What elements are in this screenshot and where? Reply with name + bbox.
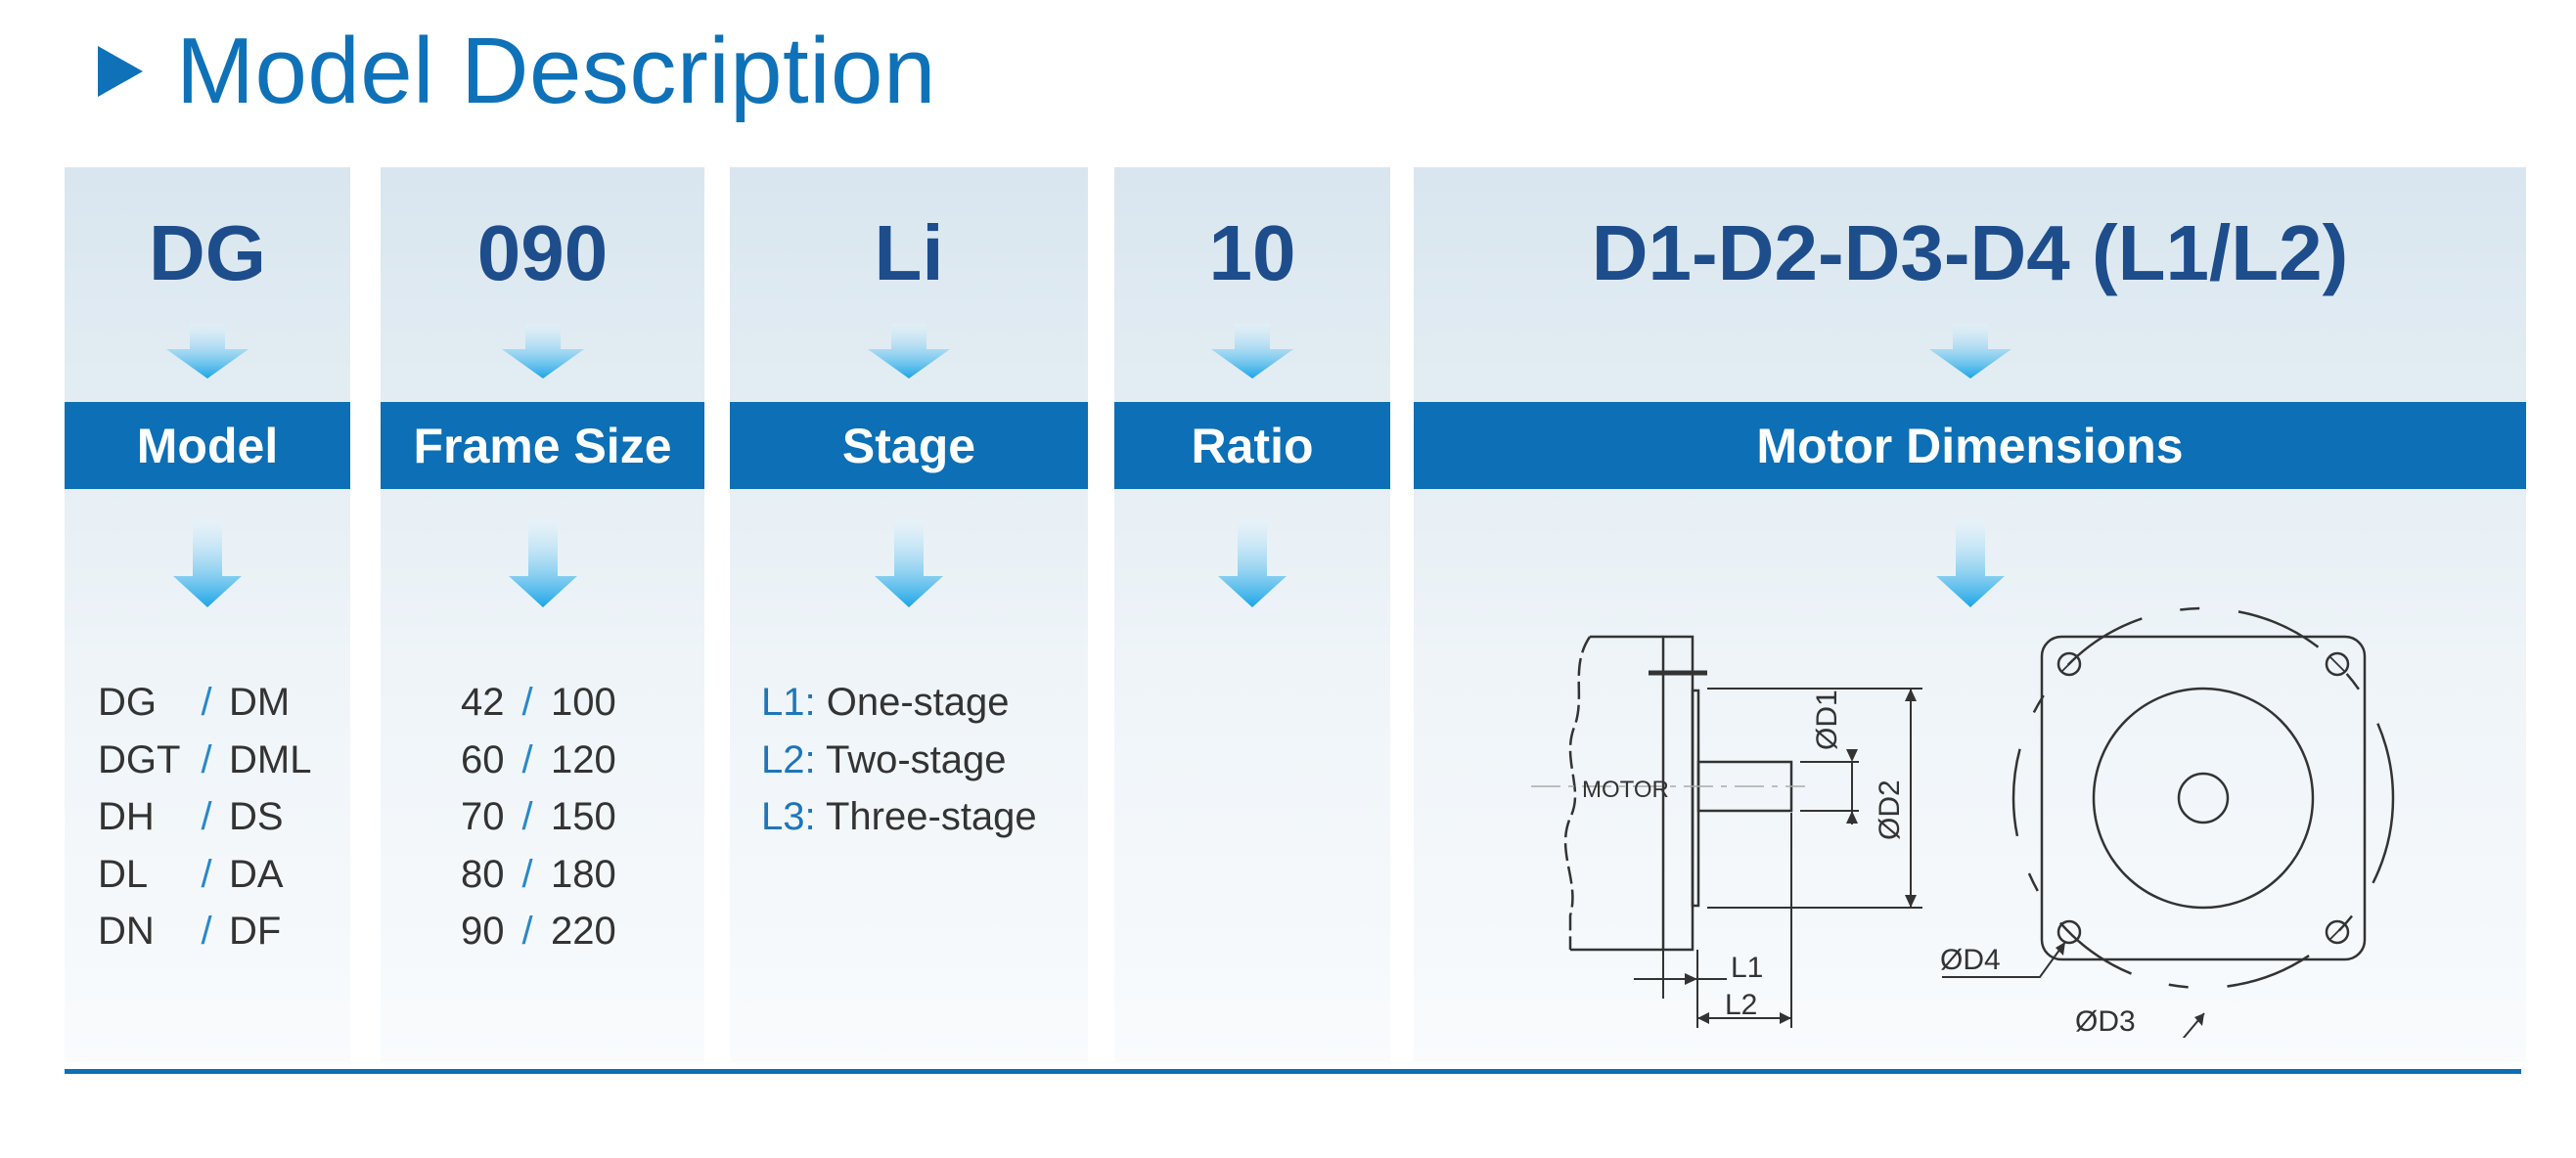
- frame-sizes-list: 42/100 60/120 70/150 80/180 90/220: [461, 674, 616, 960]
- arrow-down-icon: [1211, 324, 1293, 379]
- list-item: DH/DS: [98, 795, 284, 838]
- arrow-down-icon: [1928, 324, 2011, 379]
- column-ratio: 10 Ratio: [1114, 167, 1390, 1062]
- list-item: L1: One-stage: [761, 681, 1010, 724]
- arrow-down-icon: [166, 324, 249, 379]
- stage-band: Stage: [730, 402, 1088, 489]
- arrow-down-icon: [508, 519, 577, 607]
- page-title: Model Description: [176, 19, 936, 123]
- arrow-down-icon: [868, 324, 950, 379]
- model-band: Model: [65, 402, 350, 489]
- list-item: 90/220: [461, 910, 616, 953]
- l1-label: L1: [1731, 952, 1763, 984]
- list-item: L3: Three-stage: [761, 795, 1037, 838]
- bottom-divider: [65, 1069, 2521, 1074]
- d4-label: ØD4: [1940, 944, 2001, 976]
- arrow-down-icon: [875, 519, 943, 607]
- list-item: 60/120: [461, 737, 616, 781]
- arrow-down-icon: [501, 324, 584, 379]
- list-item: 80/180: [461, 852, 616, 896]
- column-motor-dimensions: D1-D2-D3-D4 (L1/L2) Motor Dimensions MOT…: [1414, 167, 2526, 1062]
- arrow-down-icon: [1218, 519, 1287, 607]
- d2-label: ØD2: [1874, 779, 1906, 840]
- d3-label: ØD3: [2075, 1005, 2136, 1038]
- column-stage: Li Stage L1: One-stage L2: Two-stage L3:…: [730, 167, 1088, 1062]
- motor-dimensions-band: Motor Dimensions: [1414, 402, 2526, 489]
- column-model: DG Model DG/DM DGT/DML DH/DS DL/DA DN/DF: [65, 167, 350, 1062]
- arrow-down-icon: [173, 519, 242, 607]
- list-item: DG/DM: [98, 681, 291, 724]
- motor-dimensions-code: D1-D2-D3-D4 (L1/L2): [1591, 209, 2349, 296]
- motor-dimension-drawing: MOTOR ØD1 ØD2 L1 L: [1531, 606, 2395, 1038]
- frame-size-band: Frame Size: [381, 402, 704, 489]
- ratio-band: Ratio: [1114, 402, 1390, 489]
- motor-label: MOTOR: [1582, 777, 1669, 803]
- d1-label: ØD1: [1811, 690, 1843, 750]
- list-item: DN/DF: [98, 910, 282, 953]
- arrow-down-icon: [1935, 519, 2005, 607]
- list-item: 70/150: [461, 795, 616, 838]
- list-item: 42/100: [461, 681, 616, 724]
- ratio-code: 10: [1208, 209, 1296, 296]
- column-frame-size: 090 Frame Size 42/100 60/120 70/150 80/1…: [381, 167, 704, 1062]
- l2-label: L2: [1725, 989, 1757, 1021]
- frame-size-code: 090: [476, 209, 609, 296]
- stage-code: Li: [874, 209, 944, 296]
- model-options-list: DG/DM DGT/DML DH/DS DL/DA DN/DF: [98, 674, 311, 960]
- list-item: L2: Two-stage: [761, 737, 1007, 781]
- play-triangle-icon: [98, 46, 143, 97]
- list-item: DGT/DML: [98, 737, 312, 781]
- list-item: DL/DA: [98, 852, 284, 896]
- section-heading: Model Description: [98, 8, 936, 135]
- stages-list: L1: One-stage L2: Two-stage L3: Three-st…: [761, 674, 1037, 846]
- model-code: DG: [149, 209, 266, 296]
